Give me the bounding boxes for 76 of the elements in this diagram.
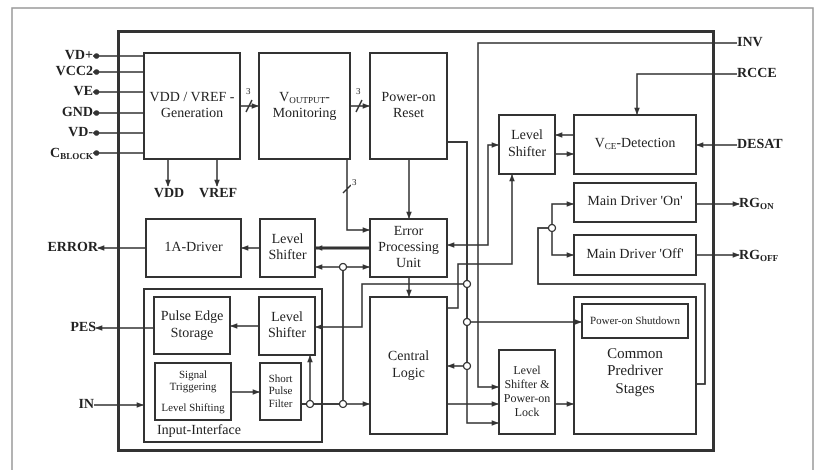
block-label: Signal Triggering [168, 368, 218, 394]
block-box: Short Pulse Filter [259, 362, 302, 421]
arrow [696, 142, 737, 148]
arrow [448, 141, 499, 426]
arrow [556, 401, 574, 407]
block-box: Power-on Reset [369, 52, 448, 160]
connector-line [93, 89, 143, 95]
signal-label: VDD [152, 186, 186, 202]
block-box: V$_{CE}$-Detection [573, 114, 697, 175]
block-box [573, 296, 697, 435]
arrow [556, 151, 574, 157]
pin-label: VD- [36, 125, 93, 141]
block-box: Pulse Edge Storage [153, 296, 231, 355]
block-box [154, 362, 232, 421]
arrow [342, 159, 370, 233]
block-box: Level Shifter [258, 296, 316, 356]
pin-label: IN [66, 397, 94, 413]
pin-label: PES [56, 320, 96, 336]
arrow [634, 73, 737, 115]
group-label: Input-Interface [157, 422, 241, 439]
block-label: Level Shifting [161, 402, 225, 414]
edge-label: 3 [245, 87, 252, 96]
block-box: Main Driver 'Off' [573, 234, 697, 276]
block-box: Power-on Shutdown [581, 303, 689, 339]
pin-label: DESAT [737, 137, 801, 153]
pin-label: RG$_{ON}$ [739, 195, 789, 213]
arrow [406, 160, 412, 219]
block-box: Level Shifter [259, 218, 316, 278]
signal-label: VREF [199, 186, 237, 202]
pin-label: ERROR [34, 240, 98, 256]
arrow [315, 245, 369, 251]
block-box: Level Shifter & Power-on Lock [498, 349, 556, 435]
edge-label: 3 [355, 87, 362, 96]
edge-label: 3 [351, 178, 358, 187]
arrow [302, 264, 370, 405]
arrow [350, 99, 370, 113]
connector-line [93, 150, 143, 156]
block-box: 1A-Driver [145, 218, 242, 278]
connector-line [93, 110, 143, 116]
arrow [97, 245, 145, 251]
pin-label: C$_{BLOCK}$ [26, 145, 93, 163]
pin-label: RG$_{OFF}$ [739, 247, 795, 265]
chip-outline [117, 30, 715, 452]
arrow [95, 325, 153, 331]
arrow [448, 174, 515, 309]
pin-label: GND [36, 105, 93, 121]
block-box: Main Driver 'On' [573, 182, 697, 223]
arrow [448, 401, 499, 407]
block-box: Error Processing Unit [369, 218, 448, 278]
connector-line [93, 69, 143, 75]
pin-label: VCC2 [36, 64, 93, 80]
block-box: Central Logic [369, 296, 448, 435]
group-box [143, 288, 323, 443]
arrow [241, 245, 259, 251]
pin-label: VD+ [36, 48, 93, 64]
arrow [406, 278, 412, 297]
block-box: Level Shifter [498, 114, 556, 175]
pin-label: RCCE [737, 66, 789, 82]
pin-label: INV [737, 35, 782, 51]
arrow [232, 389, 260, 395]
arrow [165, 160, 171, 187]
arrow [477, 42, 737, 390]
arrow [447, 142, 499, 248]
block-box: VDD / VREF - Generation [143, 52, 241, 160]
block-label: Common Predriver Stages [606, 346, 664, 398]
arrow [94, 402, 144, 408]
arrow [214, 160, 220, 187]
pin-label: VE [36, 84, 93, 100]
connector-line [93, 130, 143, 136]
arrow [240, 99, 259, 113]
arrow [555, 132, 573, 138]
arrow [230, 323, 258, 329]
connector-line [93, 53, 143, 59]
arrow [697, 201, 740, 207]
arrow [697, 252, 740, 258]
block-box: V$_{OUTPUT}$- Monitoring [258, 52, 351, 160]
